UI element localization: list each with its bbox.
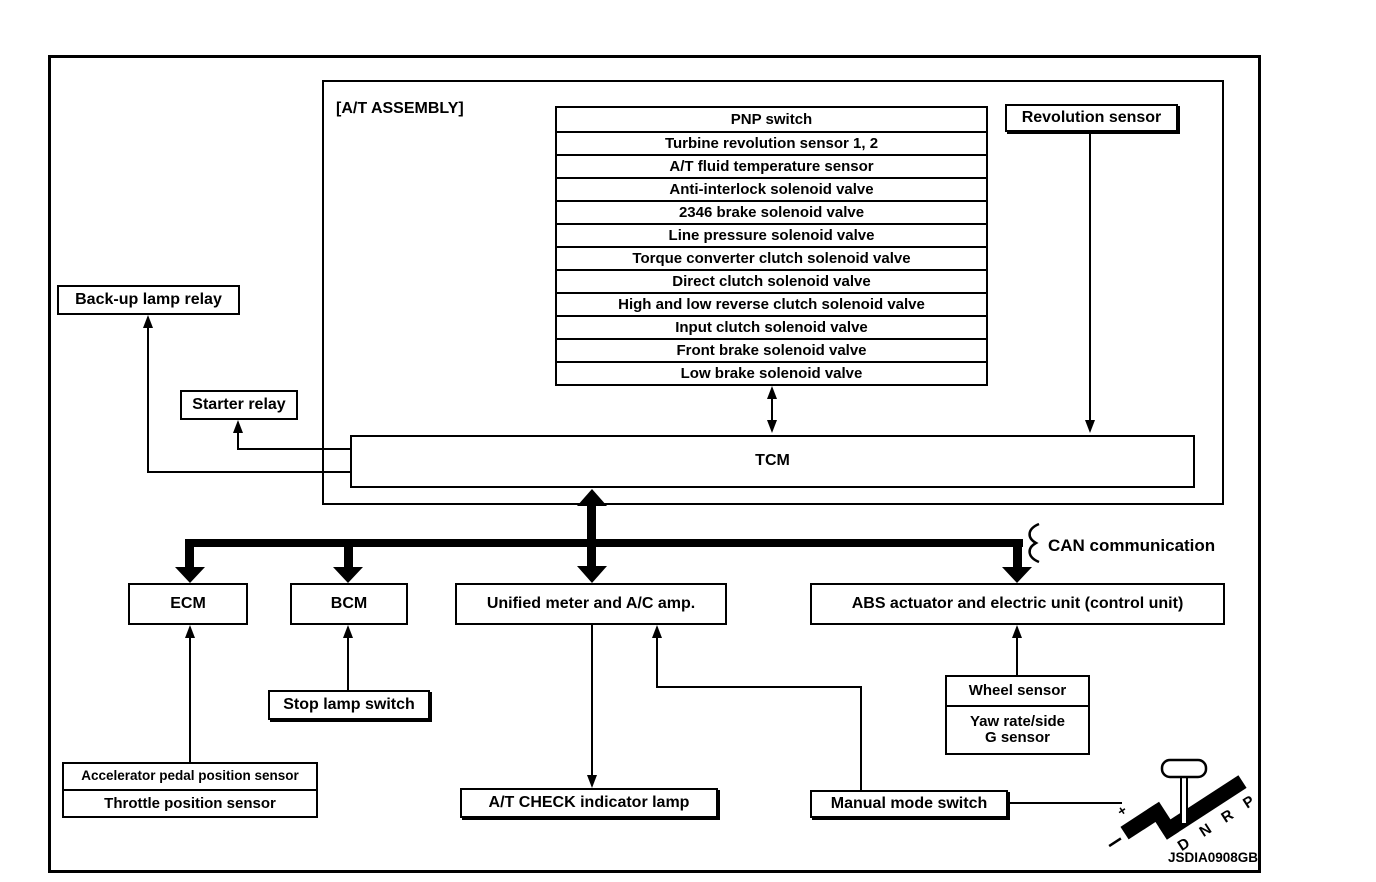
gate-minus-sign (1108, 837, 1122, 848)
can-stem-tcm (587, 504, 596, 568)
table-row: PNP switch (730, 111, 813, 128)
can-bus-trunk (185, 539, 1023, 547)
can-stem-bcm (344, 547, 353, 568)
throttle-sensor-row: Throttle position sensor (104, 794, 276, 812)
wheel-sensor-row: Wheel sensor (947, 677, 1088, 707)
thin-arrowheads (143, 315, 1095, 788)
arrow-down-tcm-from-revolution (1085, 420, 1095, 433)
gate-plus-sign: + (1114, 801, 1130, 819)
tcm-to-starter-relay-line (237, 432, 350, 450)
stop-lamp-switch-box: Stop lamp switch (268, 690, 430, 720)
arrow-up-backup-relay (143, 315, 153, 328)
arrow-up-ecm (185, 625, 195, 638)
arrow-up-unified-meter (652, 625, 662, 638)
manual-switch-to-unified-line (656, 637, 862, 790)
arrow-up-bcm (343, 625, 353, 638)
can-arrow-down-unified (577, 566, 607, 583)
at-assembly-label: [A/T ASSEMBLY] (336, 100, 464, 117)
wheel-yaw-sensor-box: Wheel sensor Yaw rate/side G sensor (945, 675, 1090, 755)
figure-code: JSDIA0908GB (1167, 850, 1258, 865)
table-row: Anti-interlock solenoid valve (557, 177, 986, 200)
arrow-up-solenoid-table (767, 386, 777, 399)
at-assembly-component-table: PNP switch Turbine revolution sensor 1, … (555, 106, 988, 386)
yaw-sensor-row: Yaw rate/side G sensor (947, 707, 1088, 753)
outer-frame (48, 55, 1261, 873)
at-assembly-frame (322, 80, 1224, 505)
arrow-up-starter-relay (233, 420, 243, 433)
table-row: Torque converter clutch solenoid valve (557, 246, 986, 269)
table-row: A/T fluid temperature sensor (557, 154, 986, 177)
can-communication-label: CAN communication (1048, 536, 1216, 555)
arrow-up-abs (1012, 625, 1022, 638)
arrow-down-atcheck-lamp (587, 775, 597, 788)
gate-letter-n: N (1196, 820, 1214, 840)
gate-letter-p: P (1240, 793, 1258, 813)
at-check-lamp-box: A/T CHECK indicator lamp (460, 788, 718, 818)
table-row: Turbine revolution sensor 1, 2 (557, 131, 986, 154)
can-arrow-up-tcm (577, 489, 607, 506)
table-row: Front brake solenoid valve (557, 338, 986, 361)
table-row: High and low reverse clutch solenoid val… (557, 292, 986, 315)
thin-connectors (147, 132, 1122, 804)
tcm-to-backup-relay-line (147, 327, 350, 473)
table-row: 2346 brake solenoid valve (557, 200, 986, 223)
pedal-sensor-box: Accelerator pedal position sensor Thrott… (62, 762, 318, 818)
bcm-box: BCM (290, 583, 408, 625)
table-row: Line pressure solenoid valve (557, 223, 986, 246)
abs-unit-box: ABS actuator and electric unit (control … (810, 583, 1225, 625)
accel-pedal-sensor-row: Accelerator pedal position sensor (64, 764, 316, 791)
can-brace (1028, 522, 1040, 564)
unified-meter-box: Unified meter and A/C amp. (455, 583, 727, 625)
table-row: Input clutch solenoid valve (557, 315, 986, 338)
can-stem-ecm (185, 539, 194, 568)
manual-mode-switch-box: Manual mode switch (810, 790, 1008, 818)
tcm-box: TCM (350, 435, 1195, 488)
can-bus (175, 489, 1032, 583)
can-arrow-bcm (333, 567, 363, 583)
yaw-sensor-line2: G sensor (984, 729, 1051, 746)
yaw-sensor-line1: Yaw rate/side (969, 713, 1066, 731)
can-stem-abs (1013, 547, 1022, 568)
shift-lever-stem (1180, 776, 1188, 825)
gate-letter-r: R (1218, 806, 1236, 826)
revolution-sensor-box: Revolution sensor (1005, 104, 1178, 132)
arrow-down-tcm-from-solenoid (767, 420, 777, 433)
ecm-box: ECM (128, 583, 248, 625)
can-arrow-ecm (175, 567, 205, 583)
starter-relay-box: Starter relay (180, 390, 298, 420)
backup-lamp-relay-box: Back-up lamp relay (57, 285, 240, 315)
table-row: Low brake solenoid valve (557, 361, 986, 384)
shift-lever-knob (1160, 758, 1208, 779)
table-row: Direct clutch solenoid valve (557, 269, 986, 292)
can-arrow-abs (1002, 567, 1032, 583)
